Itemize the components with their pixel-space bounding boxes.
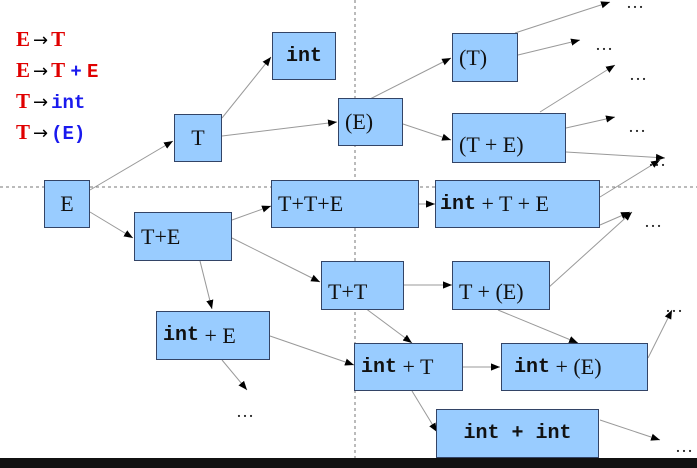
edge-intplusTplusE-dots4 [599, 159, 661, 198]
node-intplusTplusE: int + T + E [435, 180, 600, 228]
node-intplusparenE: int + (E) [501, 343, 648, 391]
node-intplusE: int + E [156, 311, 270, 360]
rule2-plus: + [70, 61, 82, 83]
bottom-bar [0, 458, 697, 468]
rule4-rhs: (E) [51, 123, 86, 145]
node-parenE: (E) [338, 98, 403, 146]
node-parenT: (T) [452, 33, 518, 82]
node-intplusT-int: int [361, 355, 398, 379]
edge-parenTplusE-dots3 [565, 115, 616, 129]
node-intplusint: int + int [436, 409, 599, 458]
node-TplusparenE: T + (E) [452, 261, 550, 310]
edge-E-TplusE [89, 211, 134, 239]
ellipsis-1: … [595, 34, 613, 54]
node-intplusTplusE-int: int [440, 192, 477, 216]
rule3-lhs: T [16, 89, 31, 113]
edge-T-int [221, 56, 272, 119]
node-TplusTplusE: T+T+E [271, 180, 419, 228]
edge-parenT-dots0 [514, 1, 611, 34]
rule1-arrow: → [33, 30, 49, 51]
node-TplusT-label: T+T [328, 279, 368, 304]
edge-intplusT-intplusint [411, 390, 438, 433]
node-intplusT: int + T [354, 343, 463, 391]
node-int-label: int [285, 44, 322, 68]
edge-parenE-parenTplusE [402, 123, 452, 141]
edge-T-parenE [221, 119, 338, 137]
rule2-rhs2: E [87, 61, 99, 83]
node-T-label: T [191, 125, 205, 150]
node-TplusTplusE-label: T+T+E [278, 191, 344, 216]
edge-TplusT-intplusT [364, 307, 413, 344]
node-intplusTplusE-rest: + T + E [476, 191, 549, 216]
edge-intplusint-dots7 [599, 419, 661, 441]
ellipsis-7: … [236, 401, 254, 421]
node-TplusparenE-label: T + (E) [459, 279, 524, 304]
node-E: E [44, 180, 90, 228]
grammar-rules: E→T E→T + E T→int T→(E) [16, 24, 98, 148]
edge-TplusE-TplusT [231, 237, 321, 283]
edge-TplusE-TplusTplusE [231, 205, 272, 221]
ellipsis-4: … [648, 150, 666, 170]
rule3-rhs: int [51, 92, 86, 114]
grammar-rule-1: E→T [16, 24, 98, 55]
rule3-arrow: → [33, 92, 49, 113]
rule4-arrow: → [33, 123, 49, 144]
rule1-rhs: T [51, 27, 66, 51]
edge-parenTplusE-dots4 [565, 151, 666, 162]
node-intplusE-rest: + E [199, 322, 236, 348]
edge-TplusE-intplusE [199, 260, 214, 310]
node-parenTplusE-label: (T + E) [459, 132, 524, 157]
rule1-lhs: E [16, 27, 31, 51]
edge-parenT-dots1 [517, 38, 581, 56]
node-parenE-label: (E) [345, 109, 374, 134]
node-TplusT: T+T [321, 261, 404, 310]
ellipsis-0: … [626, 0, 644, 12]
rule2-rhs1: T [51, 58, 66, 82]
node-intplusparenE-rest: + (E) [550, 354, 602, 379]
node-intplusint-label: int + int [463, 422, 572, 445]
ellipsis-3: … [628, 116, 646, 136]
rule2-arrow: → [33, 61, 49, 82]
edge-parenE-parenT [369, 57, 452, 100]
rule4-lhs: T [16, 120, 31, 144]
node-parenT-label: (T) [459, 44, 488, 70]
ellipsis-5: … [644, 211, 662, 231]
node-TplusE-label: T+E [141, 223, 181, 249]
node-intplusT-rest: + T [397, 354, 434, 379]
edge-intplusE-intplusT [269, 335, 355, 366]
node-E-label: E [60, 191, 74, 216]
node-TplusE: T+E [134, 212, 232, 261]
ellipsis-8: … [675, 436, 693, 456]
node-T: T [174, 114, 222, 162]
node-parenTplusE: (T + E) [452, 113, 566, 163]
grammar-rule-4: T→(E) [16, 117, 98, 148]
node-int: int [272, 32, 336, 80]
grammar-rule-2: E→T + E [16, 55, 98, 86]
edge-intplusE-dots [221, 359, 248, 391]
edge-intplusparenE-dots6 [647, 309, 673, 359]
grammar-rule-3: T→int [16, 86, 98, 117]
edge-parenTplusE-dots2 [539, 64, 616, 113]
edge-TplusparenE-dots5 [547, 211, 633, 289]
edge-TplusparenE-intplusparenE [497, 309, 579, 344]
ellipsis-2: … [629, 64, 647, 84]
node-intplusparenE-int: int [514, 355, 551, 379]
ellipsis-6: … [665, 296, 683, 316]
rule2-lhs: E [16, 58, 31, 82]
node-intplusE-int: int [163, 324, 200, 347]
edge-E-T [89, 140, 174, 191]
